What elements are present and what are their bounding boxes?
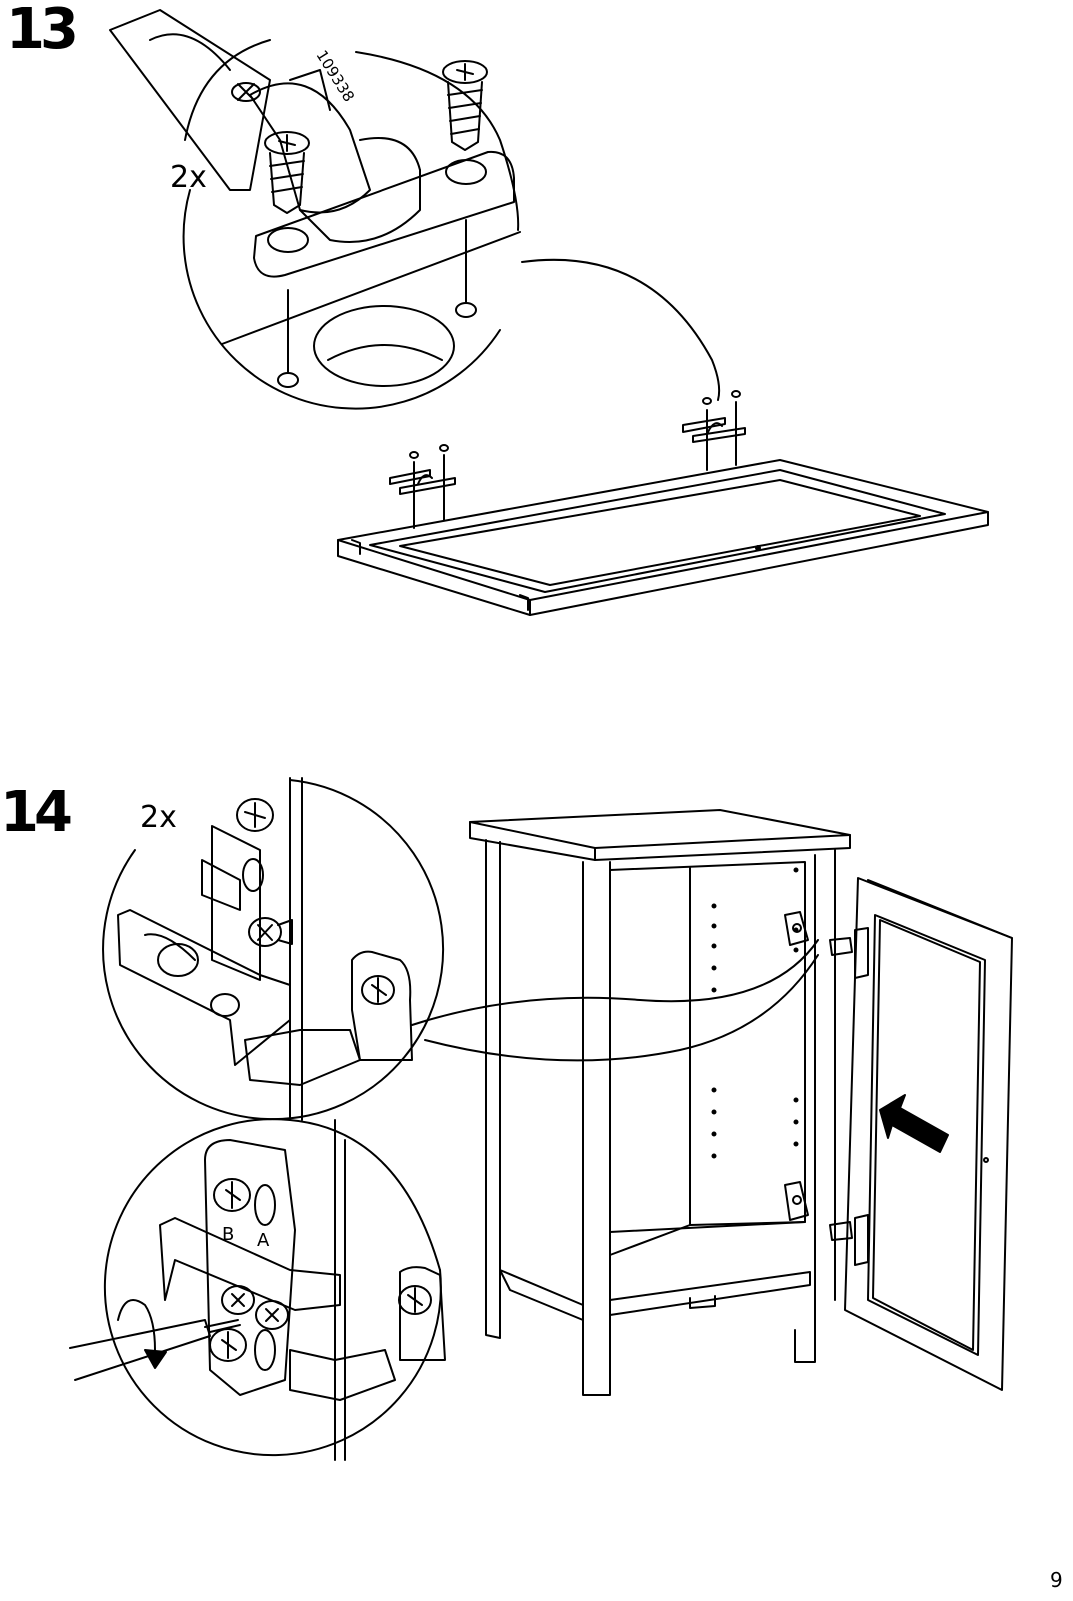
door-frame — [338, 460, 988, 615]
hinge-icon — [683, 391, 745, 470]
screw-icon — [222, 1286, 254, 1314]
screw-icon — [265, 132, 309, 213]
callout-curve — [412, 940, 818, 1025]
push-arrow-icon — [880, 1095, 948, 1152]
page-number: 9 — [1050, 1570, 1063, 1590]
cabinet — [470, 810, 850, 1395]
screw-icon — [256, 1301, 288, 1329]
callout-curve — [522, 260, 719, 400]
screw-icon — [249, 918, 292, 946]
hinge-label-a: A — [257, 1230, 269, 1251]
step-14-number: 14 — [0, 785, 68, 841]
hinge-icon — [390, 445, 455, 528]
step-14-quantity: 2x — [140, 803, 177, 833]
screw-icon — [443, 61, 487, 150]
hinge-label-b: B — [222, 1224, 234, 1245]
step-14-lower-detail-circle — [105, 1119, 445, 1460]
